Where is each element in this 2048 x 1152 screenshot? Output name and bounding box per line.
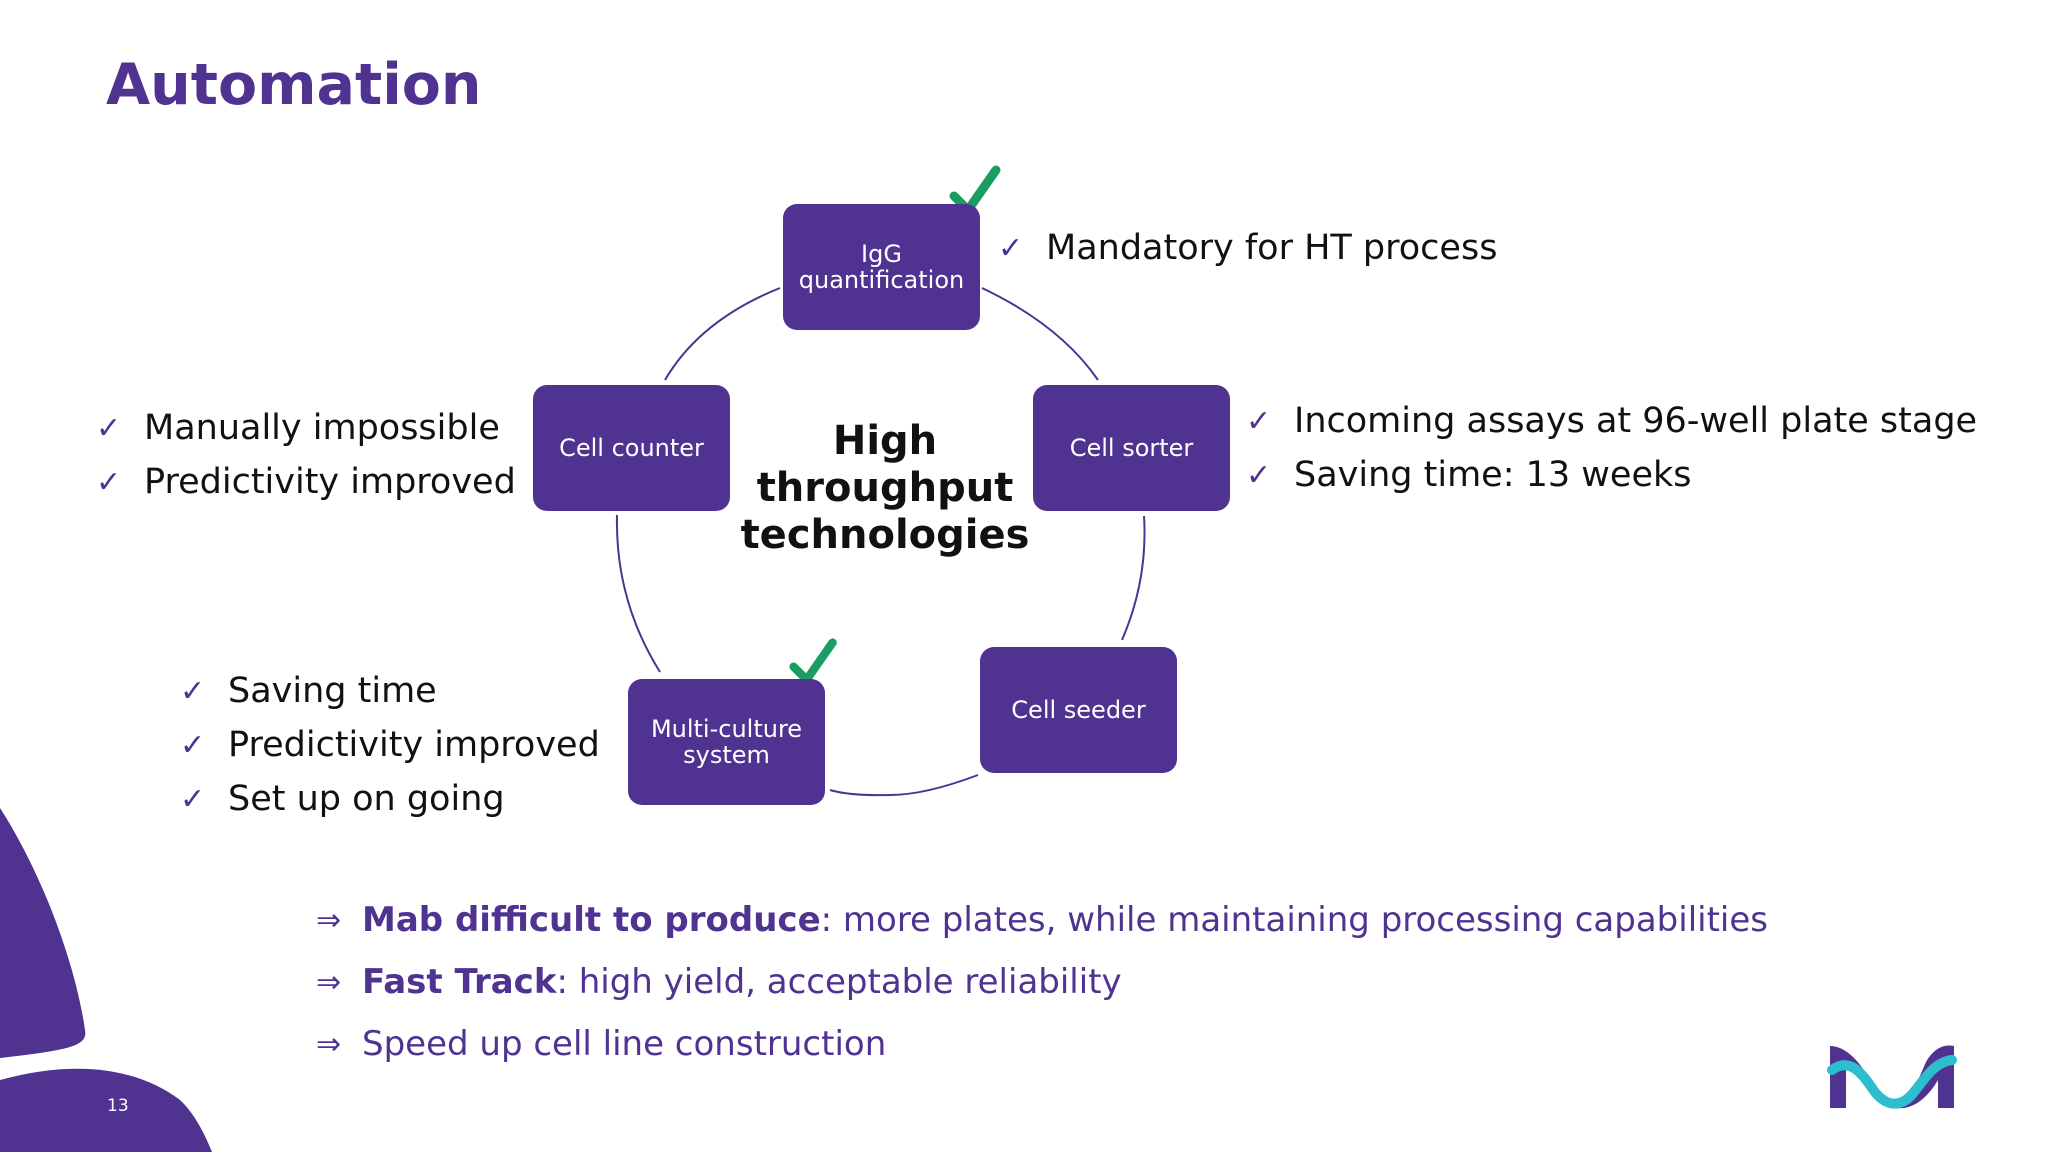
conclusion-line: ⇒ Fast Track: high yield, acceptable rel…	[316, 962, 1122, 1002]
check-mark-icon: ✓	[180, 781, 206, 817]
node-cell-seeder: Cell seeder	[980, 647, 1177, 773]
check-mark-icon: ✓	[1246, 457, 1272, 493]
list-item: ✓Incoming assays at 96-well plate stage	[1246, 401, 1978, 441]
check-mark-icon: ✓	[180, 727, 206, 763]
notes-cell-counter: ✓Manually impossible ✓Predictivity impro…	[96, 401, 516, 509]
check-mark-icon: ✓	[180, 673, 206, 709]
check-mark-icon: ✓	[1246, 403, 1272, 439]
notes-multi-culture: ✓Saving time ✓Predictivity improved ✓Set…	[180, 664, 600, 826]
cycle-center-label: High throughput technologies	[740, 418, 1030, 558]
check-mark-icon: ✓	[998, 230, 1024, 266]
node-cell-counter: Cell counter	[533, 385, 730, 511]
implies-arrow-icon: ⇒	[316, 964, 342, 1000]
notes-igg: ✓Mandatory for HT process	[998, 221, 1497, 275]
list-item: ✓Set up on going	[180, 779, 505, 819]
check-mark-icon: ✓	[96, 464, 122, 500]
list-item: ✓Predictivity improved	[96, 462, 516, 502]
node-cell-sorter: Cell sorter	[1033, 385, 1230, 511]
slide-title: Automation	[106, 52, 482, 118]
check-mark-icon: ✓	[96, 410, 122, 446]
conclusion-line: ⇒ Mab difficult to produce: more plates,…	[316, 900, 1769, 940]
implies-arrow-icon: ⇒	[316, 1026, 342, 1062]
list-item: ✓Saving time	[180, 671, 437, 711]
list-item: ✓Predictivity improved	[180, 725, 600, 765]
notes-cell-sorter: ✓Incoming assays at 96-well plate stage …	[1246, 394, 1977, 502]
list-item: ✓Mandatory for HT process	[998, 228, 1498, 268]
list-item: ✓Manually impossible	[96, 408, 500, 448]
conclusion-line: ⇒ Speed up cell line construction	[316, 1024, 887, 1064]
page-number: 13	[107, 1096, 129, 1116]
implies-arrow-icon: ⇒	[316, 902, 342, 938]
brand-logo-icon	[1827, 1045, 1957, 1109]
list-item: ✓Saving time: 13 weeks	[1246, 455, 1692, 495]
